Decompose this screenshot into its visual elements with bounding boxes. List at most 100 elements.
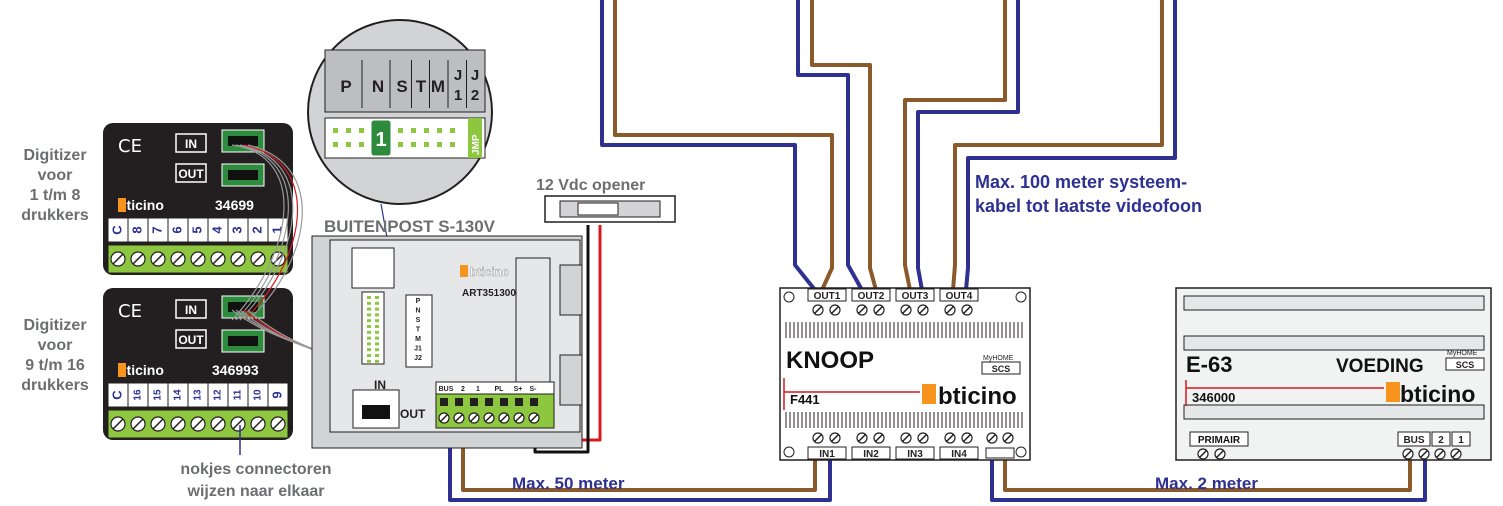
outdoor-station-in-label: IN <box>374 378 386 392</box>
screw-terminal[interactable] <box>438 412 450 424</box>
screw-terminal[interactable] <box>130 416 146 432</box>
screw-terminal[interactable] <box>961 432 973 444</box>
label-line: voor <box>38 337 73 354</box>
cable-note-line: Max. 100 meter systeem- <box>975 172 1187 192</box>
screw-terminal[interactable] <box>961 304 973 316</box>
terminal-label: C <box>109 225 124 235</box>
knoop-output-label: OUT1 <box>814 291 841 302</box>
mini-terminal-label: M <box>415 336 421 343</box>
label-line: drukkers <box>21 207 89 224</box>
screw-terminal[interactable] <box>230 251 246 267</box>
screw-terminal[interactable] <box>498 412 510 424</box>
zoom-terminal: S <box>396 77 407 96</box>
zoom-terminal: J1 <box>454 67 462 104</box>
screw-terminal[interactable] <box>812 432 824 444</box>
note-line: nokjes connectoren <box>180 461 331 478</box>
ce-mark: CE <box>118 301 142 322</box>
screw-terminal[interactable] <box>250 416 266 432</box>
cable-note: Max. 100 meter systeem-kabel tot laatste… <box>975 172 1202 216</box>
screw-terminal[interactable] <box>829 304 841 316</box>
screw-terminal[interactable] <box>513 412 525 424</box>
screw-terminal[interactable] <box>468 412 480 424</box>
screw-terminal[interactable] <box>900 304 912 316</box>
out2-brown-wire <box>810 0 878 291</box>
terminal-label: 14 <box>173 389 184 401</box>
screw-terminal[interactable] <box>210 416 226 432</box>
screw-terminal[interactable] <box>190 251 206 267</box>
screw-terminal[interactable] <box>190 416 206 432</box>
terminal-label: 3 <box>229 226 244 233</box>
svg-text:P: P <box>340 77 351 96</box>
terminal-label: 8 <box>129 226 144 233</box>
screw-terminal[interactable] <box>170 416 186 432</box>
outdoor-station-screws[interactable] <box>438 398 540 424</box>
screw-terminal[interactable] <box>130 251 146 267</box>
jumper-label: JMP <box>471 134 482 155</box>
screw-terminal[interactable] <box>873 432 885 444</box>
screw-terminal[interactable] <box>900 432 912 444</box>
screw-terminal[interactable] <box>944 304 956 316</box>
terminal-label: C <box>109 390 124 400</box>
screw-terminal[interactable] <box>1450 448 1462 460</box>
screw-terminal[interactable] <box>812 304 824 316</box>
screw-terminal[interactable] <box>1214 448 1226 460</box>
screw-terminal[interactable] <box>483 412 495 424</box>
svg-text:M: M <box>431 77 445 96</box>
cable-note-line: kabel tot laatste videofoon <box>975 196 1202 216</box>
screw-terminal[interactable] <box>1434 448 1446 460</box>
terminal-label: 10 <box>253 389 264 401</box>
knoop-badge-bottom: SCS <box>992 364 1011 374</box>
screw-terminal[interactable] <box>917 432 929 444</box>
screw-terminal[interactable] <box>110 251 126 267</box>
screw-terminal[interactable] <box>1197 448 1209 460</box>
screw-terminal[interactable] <box>150 416 166 432</box>
out2-blue-wire <box>796 0 864 291</box>
terminal-label: 1 <box>269 226 284 233</box>
screw-terminal[interactable] <box>110 416 126 432</box>
screw-terminal[interactable] <box>944 432 956 444</box>
digitizer-bottom-model: 346993 <box>212 362 259 378</box>
screw-terminal[interactable] <box>829 432 841 444</box>
terminal-label: 7 <box>149 226 164 233</box>
bus-in1-blue-wire <box>448 430 832 502</box>
screw-terminal[interactable] <box>270 416 286 432</box>
mini-terminal-label: T <box>416 327 421 334</box>
outdoor-terminal-label: 2 <box>461 386 465 393</box>
digitizer-bottom-screws[interactable] <box>110 416 286 432</box>
digitizer-top-brand: bticino <box>118 197 164 213</box>
voeding-bus-screws[interactable] <box>1402 448 1462 460</box>
screw-terminal[interactable] <box>1418 448 1430 460</box>
screw-terminal[interactable] <box>856 304 868 316</box>
voeding-primary-screws[interactable] <box>1197 448 1226 460</box>
screw-terminal[interactable] <box>1002 432 1014 444</box>
voeding-code: 346000 <box>1192 390 1235 405</box>
screw-terminal[interactable] <box>230 416 246 432</box>
digitizer-top-screws[interactable] <box>110 251 286 267</box>
screw-terminal[interactable] <box>210 251 226 267</box>
knoop-output-label: OUT3 <box>902 291 929 302</box>
outdoor-station-article: ART351300 <box>462 288 516 299</box>
screw-terminal[interactable] <box>917 304 929 316</box>
voeding-badge-bottom: SCS <box>1456 360 1475 370</box>
screw-terminal[interactable] <box>1402 448 1414 460</box>
screw-terminal[interactable] <box>150 251 166 267</box>
out1-brown-wire <box>613 0 834 291</box>
svg-text:1: 1 <box>454 87 462 104</box>
ce-mark: CE <box>118 136 142 157</box>
terminal-label: 5 <box>189 226 204 233</box>
svg-text:N: N <box>372 77 384 96</box>
screw-terminal[interactable] <box>250 251 266 267</box>
screw-terminal[interactable] <box>170 251 186 267</box>
screw-terminal[interactable] <box>453 412 465 424</box>
screw-terminal[interactable] <box>873 304 885 316</box>
screw-terminal[interactable] <box>986 432 998 444</box>
out3-blue-wire <box>916 0 1020 291</box>
screw-terminal[interactable] <box>528 412 540 424</box>
outdoor-station-title: BUITENPOST S-130V <box>324 217 496 236</box>
knoop-output-label: OUT2 <box>858 291 885 302</box>
voeding-bus-label: BUS <box>1403 435 1424 446</box>
screw-terminal[interactable] <box>856 432 868 444</box>
